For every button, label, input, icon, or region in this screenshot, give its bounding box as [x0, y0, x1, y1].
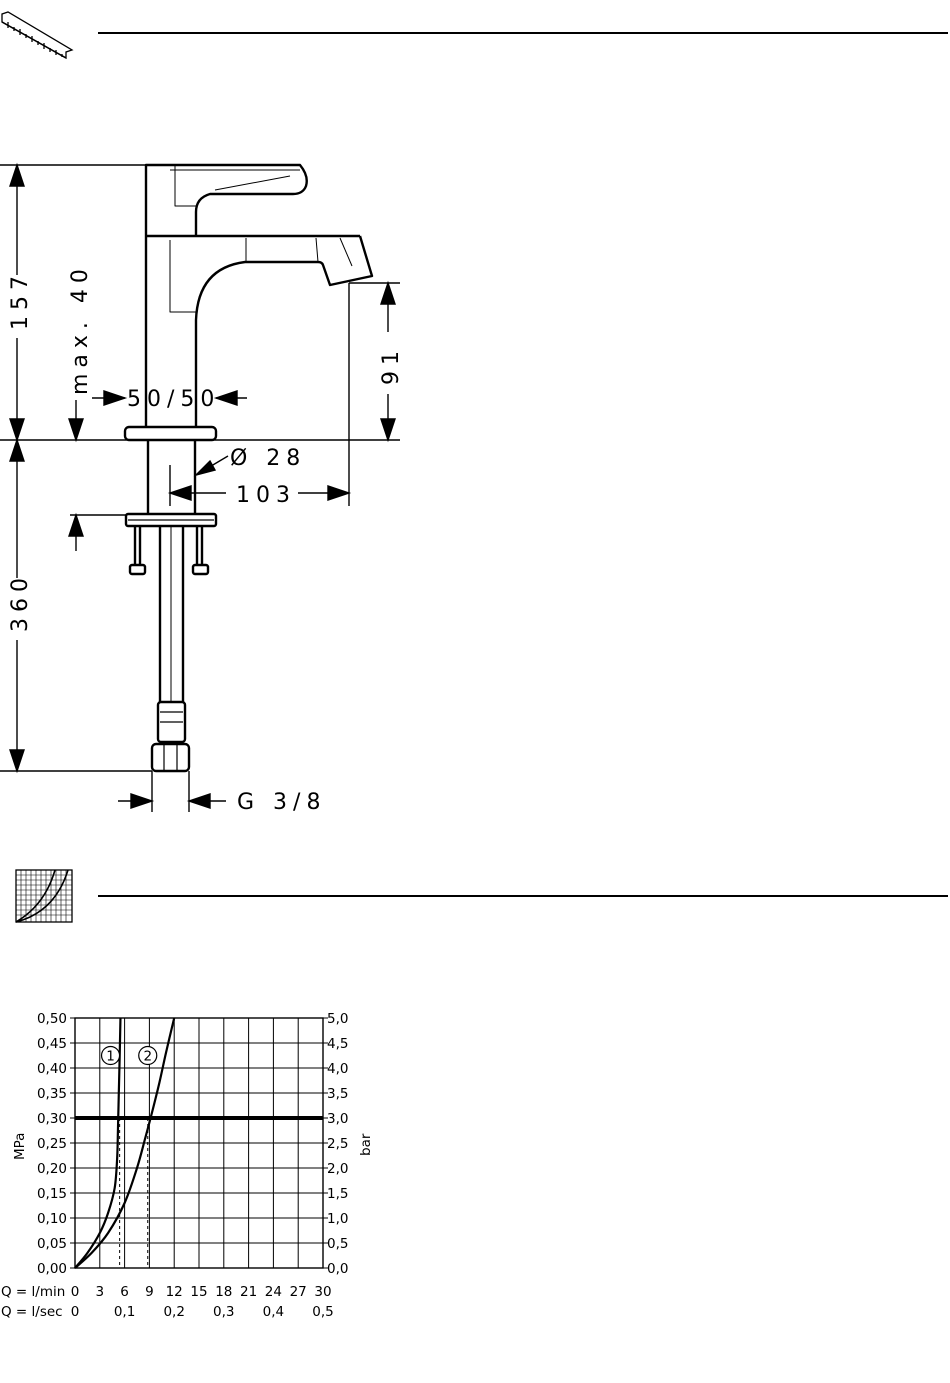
dim-label-360: 360 — [8, 572, 33, 632]
x-tick-label-lmin: 27 — [290, 1284, 307, 1300]
y-tick-label-mpa: 0,10 — [37, 1211, 67, 1227]
x-axis-row1-label: Q = l/min — [1, 1284, 65, 1300]
y-tick-label-bar: 2,0 — [327, 1161, 348, 1177]
y-tick-label-mpa: 0,30 — [37, 1111, 67, 1127]
y-tick-label-bar: 0,5 — [327, 1236, 348, 1252]
x-tick-label-lsec: 0,1 — [114, 1304, 135, 1320]
y-tick-label-bar: 4,5 — [327, 1036, 348, 1052]
dim-label-50-50: 50/50 — [127, 387, 220, 412]
x-tick-label-lsec: 0,4 — [263, 1304, 284, 1320]
x-tick-label-lsec: 0 — [71, 1304, 80, 1320]
x-tick-label-lmin: 21 — [240, 1284, 257, 1300]
dim-label-diameter-28: Ø 28 — [230, 446, 306, 471]
x-tick-label-lmin: 3 — [96, 1284, 105, 1300]
series-label-2: 2 — [143, 1049, 152, 1065]
dim-label-103: 103 — [236, 483, 296, 508]
x-tick-label-lmin: 6 — [120, 1284, 129, 1300]
y-tick-label-mpa: 0,50 — [37, 1011, 67, 1027]
x-tick-label-lmin: 12 — [166, 1284, 183, 1300]
x-axis-row2-label: Q = l/sec — [1, 1304, 63, 1320]
y-tick-label-mpa: 0,45 — [37, 1036, 67, 1052]
y-tick-label-bar: 0,0 — [327, 1261, 348, 1277]
y-tick-label-bar: 2,5 — [327, 1136, 348, 1152]
x-tick-label-lsec: 0,3 — [213, 1304, 234, 1320]
y-tick-label-bar: 5,0 — [327, 1011, 348, 1027]
y-tick-label-mpa: 0,25 — [37, 1136, 67, 1152]
dim-label-g-3-8: G 3/8 — [237, 790, 326, 815]
y-tick-label-mpa: 0,40 — [37, 1061, 67, 1077]
ruler-icon — [2, 12, 72, 58]
y-tick-label-mpa: 0,20 — [37, 1161, 67, 1177]
dim-label-157: 157 — [8, 270, 33, 330]
x-tick-label-lmin: 9 — [145, 1284, 154, 1300]
y-tick-label-mpa: 0,15 — [37, 1186, 67, 1202]
dim-label-91: 91 — [379, 345, 404, 385]
x-tick-label-lmin: 15 — [190, 1284, 207, 1300]
y-tick-label-mpa: 0,35 — [37, 1086, 67, 1102]
y-tick-label-bar: 3,0 — [327, 1111, 348, 1127]
x-tick-label-lmin: 18 — [215, 1284, 232, 1300]
x-tick-label-lmin: 0 — [71, 1284, 80, 1300]
y-tick-label-bar: 3,5 — [327, 1086, 348, 1102]
flow-chart-icon — [16, 870, 72, 922]
y-tick-label-mpa: 0,05 — [37, 1236, 67, 1252]
x-tick-label-lsec: 0,2 — [163, 1304, 184, 1320]
y-axis-left-label: MPa — [12, 1133, 28, 1160]
y-axis-right-label: bar — [358, 1133, 374, 1156]
x-tick-label-lsec: 0,5 — [312, 1304, 333, 1320]
y-tick-label-bar: 1,0 — [327, 1211, 348, 1227]
y-tick-label-bar: 1,5 — [327, 1186, 348, 1202]
y-tick-label-bar: 4,0 — [327, 1061, 348, 1077]
dimension-lines — [0, 165, 400, 812]
series-label-1: 1 — [106, 1049, 115, 1065]
dim-label-max-40: max. 40 — [68, 263, 93, 395]
y-tick-label-mpa: 0,00 — [37, 1261, 67, 1277]
x-tick-label-lmin: 30 — [314, 1284, 331, 1300]
x-tick-label-lmin: 24 — [265, 1284, 282, 1300]
